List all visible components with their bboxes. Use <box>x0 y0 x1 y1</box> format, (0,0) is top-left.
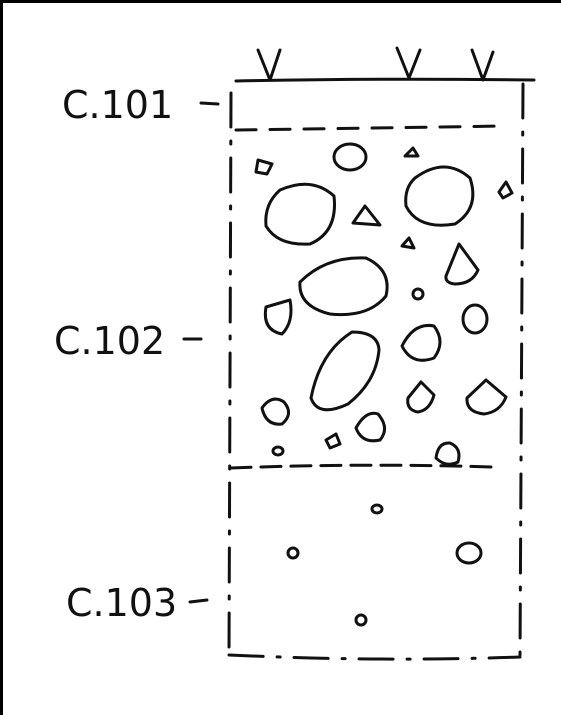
grass-tuft-icon <box>256 48 282 82</box>
stone <box>354 411 386 443</box>
stone <box>309 330 381 412</box>
boundary-101-102 <box>234 124 507 132</box>
stone <box>455 541 483 565</box>
stone <box>260 397 290 426</box>
layer-label-c101: C.101 <box>62 83 173 127</box>
stone <box>403 146 420 158</box>
layer-boundaries <box>229 124 507 470</box>
grass-tuft-icon <box>395 46 422 80</box>
layer-label-c103: C.103 <box>66 581 177 625</box>
stone <box>465 378 508 416</box>
stone <box>354 613 368 627</box>
stone <box>406 380 436 414</box>
stone <box>263 298 293 336</box>
stone <box>461 303 489 335</box>
layer-label-c102: C.102 <box>54 319 165 363</box>
layer-labels: C.101 C.102 C.103 <box>54 83 177 625</box>
stone <box>254 158 274 176</box>
ground-surface <box>234 46 536 83</box>
stone <box>298 256 389 317</box>
stone <box>444 242 480 286</box>
boundary-102-103 <box>229 463 494 470</box>
stone <box>264 182 336 246</box>
stone <box>434 441 461 466</box>
stone <box>400 236 416 250</box>
label-leaders <box>182 101 220 604</box>
stone <box>497 180 514 200</box>
stone <box>411 287 425 301</box>
stone <box>271 445 285 457</box>
grass-tuft-icon <box>470 48 495 82</box>
stone <box>400 323 442 362</box>
stone <box>404 165 475 227</box>
stone <box>370 503 384 515</box>
section-boundary <box>227 82 525 661</box>
stone <box>324 432 342 450</box>
stone <box>286 546 300 560</box>
stones-c103 <box>286 503 483 627</box>
stone <box>332 142 368 172</box>
stone <box>351 204 382 227</box>
stones-c102 <box>254 142 514 466</box>
